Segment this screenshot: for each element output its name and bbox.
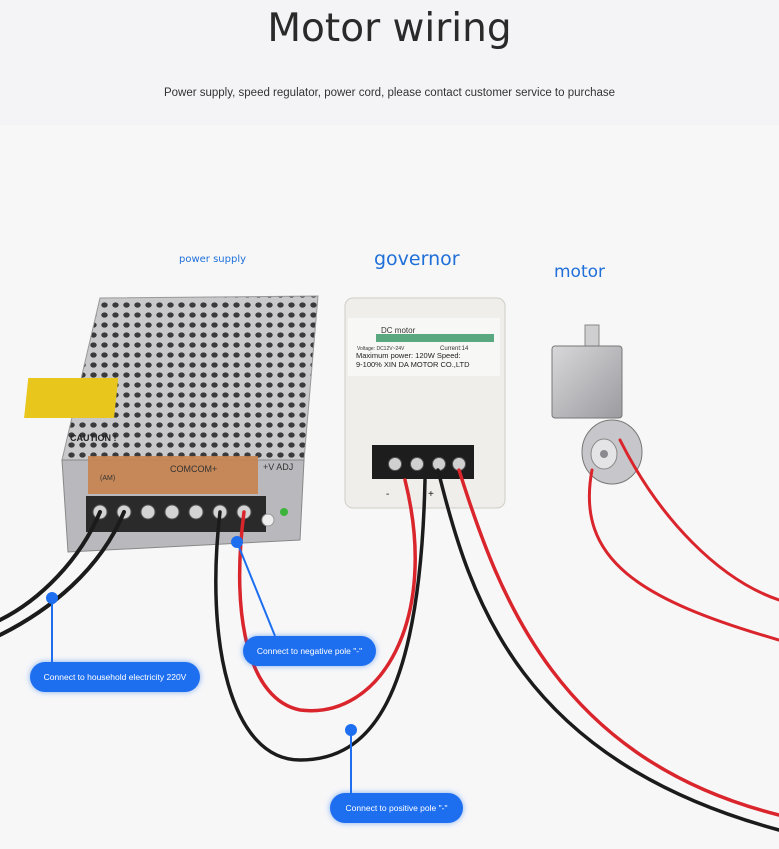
wires bbox=[0, 438, 779, 832]
caution-label: CAUTION ! bbox=[70, 433, 117, 443]
page-title: Motor wiring bbox=[267, 6, 512, 51]
governor-voltage: Voltage: DC12V~24V bbox=[357, 346, 405, 352]
governor-current: Current:14 bbox=[440, 346, 469, 352]
governor-heading: DC motor bbox=[381, 326, 416, 335]
caution-sticker bbox=[24, 378, 119, 418]
governor-unit: DC motor Voltage: DC12V~24V Current:14 M… bbox=[344, 297, 506, 509]
terminal-label: COMCOM+ bbox=[170, 464, 217, 474]
governor-label: governor bbox=[374, 248, 460, 270]
callout-leaders bbox=[46, 536, 357, 793]
motor-unit bbox=[551, 324, 643, 485]
governor-line2: 9-100% XIN DA MOTOR CO.,LTD bbox=[356, 360, 470, 369]
governor-minus-sign: - bbox=[386, 489, 389, 500]
governor-panel bbox=[348, 318, 500, 376]
power-supply-unit: CAUTION ! COMCOM+ (AM) +V ADJ bbox=[24, 295, 319, 553]
adj-label: +V ADJ bbox=[263, 462, 293, 472]
terminal-cover bbox=[88, 456, 258, 494]
governor-plus-sign: + bbox=[428, 489, 434, 500]
positive-callout-text: Connect to positive pole "-" bbox=[345, 803, 448, 813]
negative-callout: Connect to negative pole "-" bbox=[243, 636, 376, 666]
am-label: (AM) bbox=[100, 475, 115, 482]
header-band: Motor wiring Power supply, speed regulat… bbox=[0, 0, 779, 125]
motor-label: motor bbox=[554, 262, 606, 282]
governor-line1: Maximum power: 120W Speed: bbox=[356, 351, 461, 360]
household-callout-text: Connect to household electricity 220V bbox=[43, 672, 187, 682]
negative-callout-text: Connect to negative pole "-" bbox=[256, 646, 363, 656]
positive-callout: Connect to positive pole "-" bbox=[330, 793, 463, 823]
household-callout: Connect to household electricity 220V bbox=[30, 662, 200, 692]
power-supply-label: power supply bbox=[179, 254, 247, 265]
page-subtitle: Power supply, speed regulator, power cor… bbox=[163, 87, 616, 99]
